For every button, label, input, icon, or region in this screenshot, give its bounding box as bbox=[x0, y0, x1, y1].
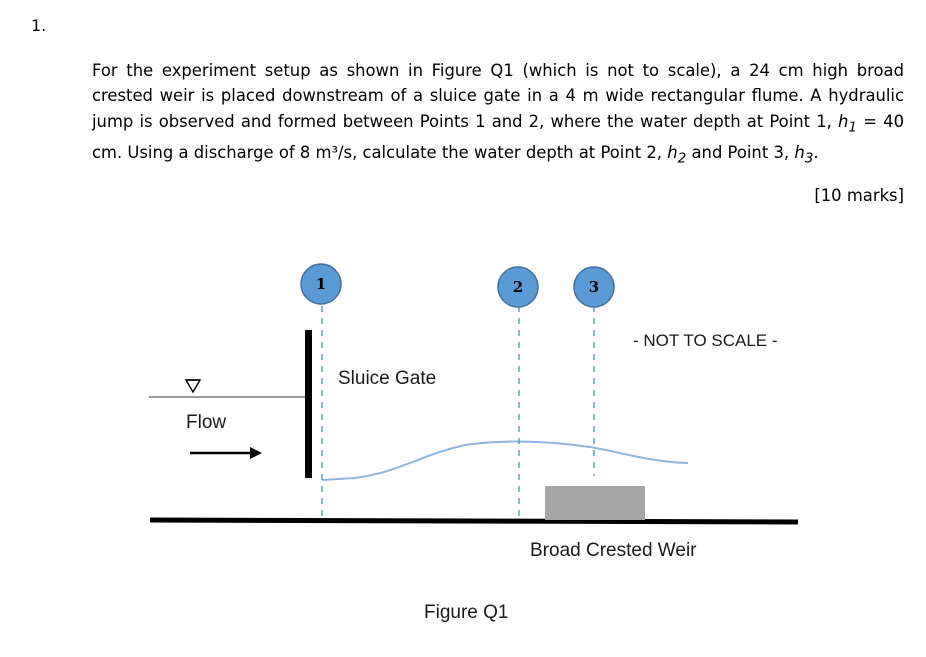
marks-label: [10 marks] bbox=[814, 186, 904, 205]
sluice-gate-label: Sluice Gate bbox=[338, 368, 436, 389]
point-1-label: 1 bbox=[316, 275, 326, 293]
h3-symbol: h bbox=[794, 143, 805, 163]
question-text: For the experiment setup as shown in Fig… bbox=[92, 58, 904, 172]
question-number: 1. bbox=[31, 16, 47, 35]
point-1-marker: 1 bbox=[300, 263, 342, 305]
question-text-part-b: = 40 cm. Using a discharge of 8 m³/s, ca… bbox=[92, 111, 905, 163]
h3-subscript: 3 bbox=[804, 150, 814, 167]
sluice-gate bbox=[305, 330, 312, 478]
question-text-part-a: For the experiment setup as shown in Fig… bbox=[92, 61, 904, 131]
point-3-label: 3 bbox=[589, 278, 599, 296]
not-to-scale-label: - NOT TO SCALE - bbox=[633, 331, 778, 350]
point-2-label: 2 bbox=[513, 278, 523, 296]
point-2-marker: 2 bbox=[497, 266, 539, 308]
question-text-part-d: . bbox=[813, 143, 819, 163]
h2-subscript: 2 bbox=[677, 150, 687, 167]
weir-label: Broad Crested Weir bbox=[530, 540, 697, 561]
water-level-symbol-icon bbox=[184, 379, 202, 394]
h2-symbol: h bbox=[667, 143, 678, 163]
question-text-part-c: and Point 3, bbox=[686, 143, 795, 163]
channel-bed bbox=[149, 517, 799, 525]
broad-crested-weir bbox=[545, 486, 645, 520]
downstream-water-surface bbox=[321, 440, 689, 481]
point-3-marker: 3 bbox=[573, 266, 615, 308]
h1-subscript: 1 bbox=[848, 118, 858, 135]
flow-label: Flow bbox=[186, 412, 226, 433]
flow-arrow-icon bbox=[190, 447, 262, 459]
figure-caption: Figure Q1 bbox=[424, 602, 508, 623]
h1-symbol: h bbox=[838, 111, 849, 131]
